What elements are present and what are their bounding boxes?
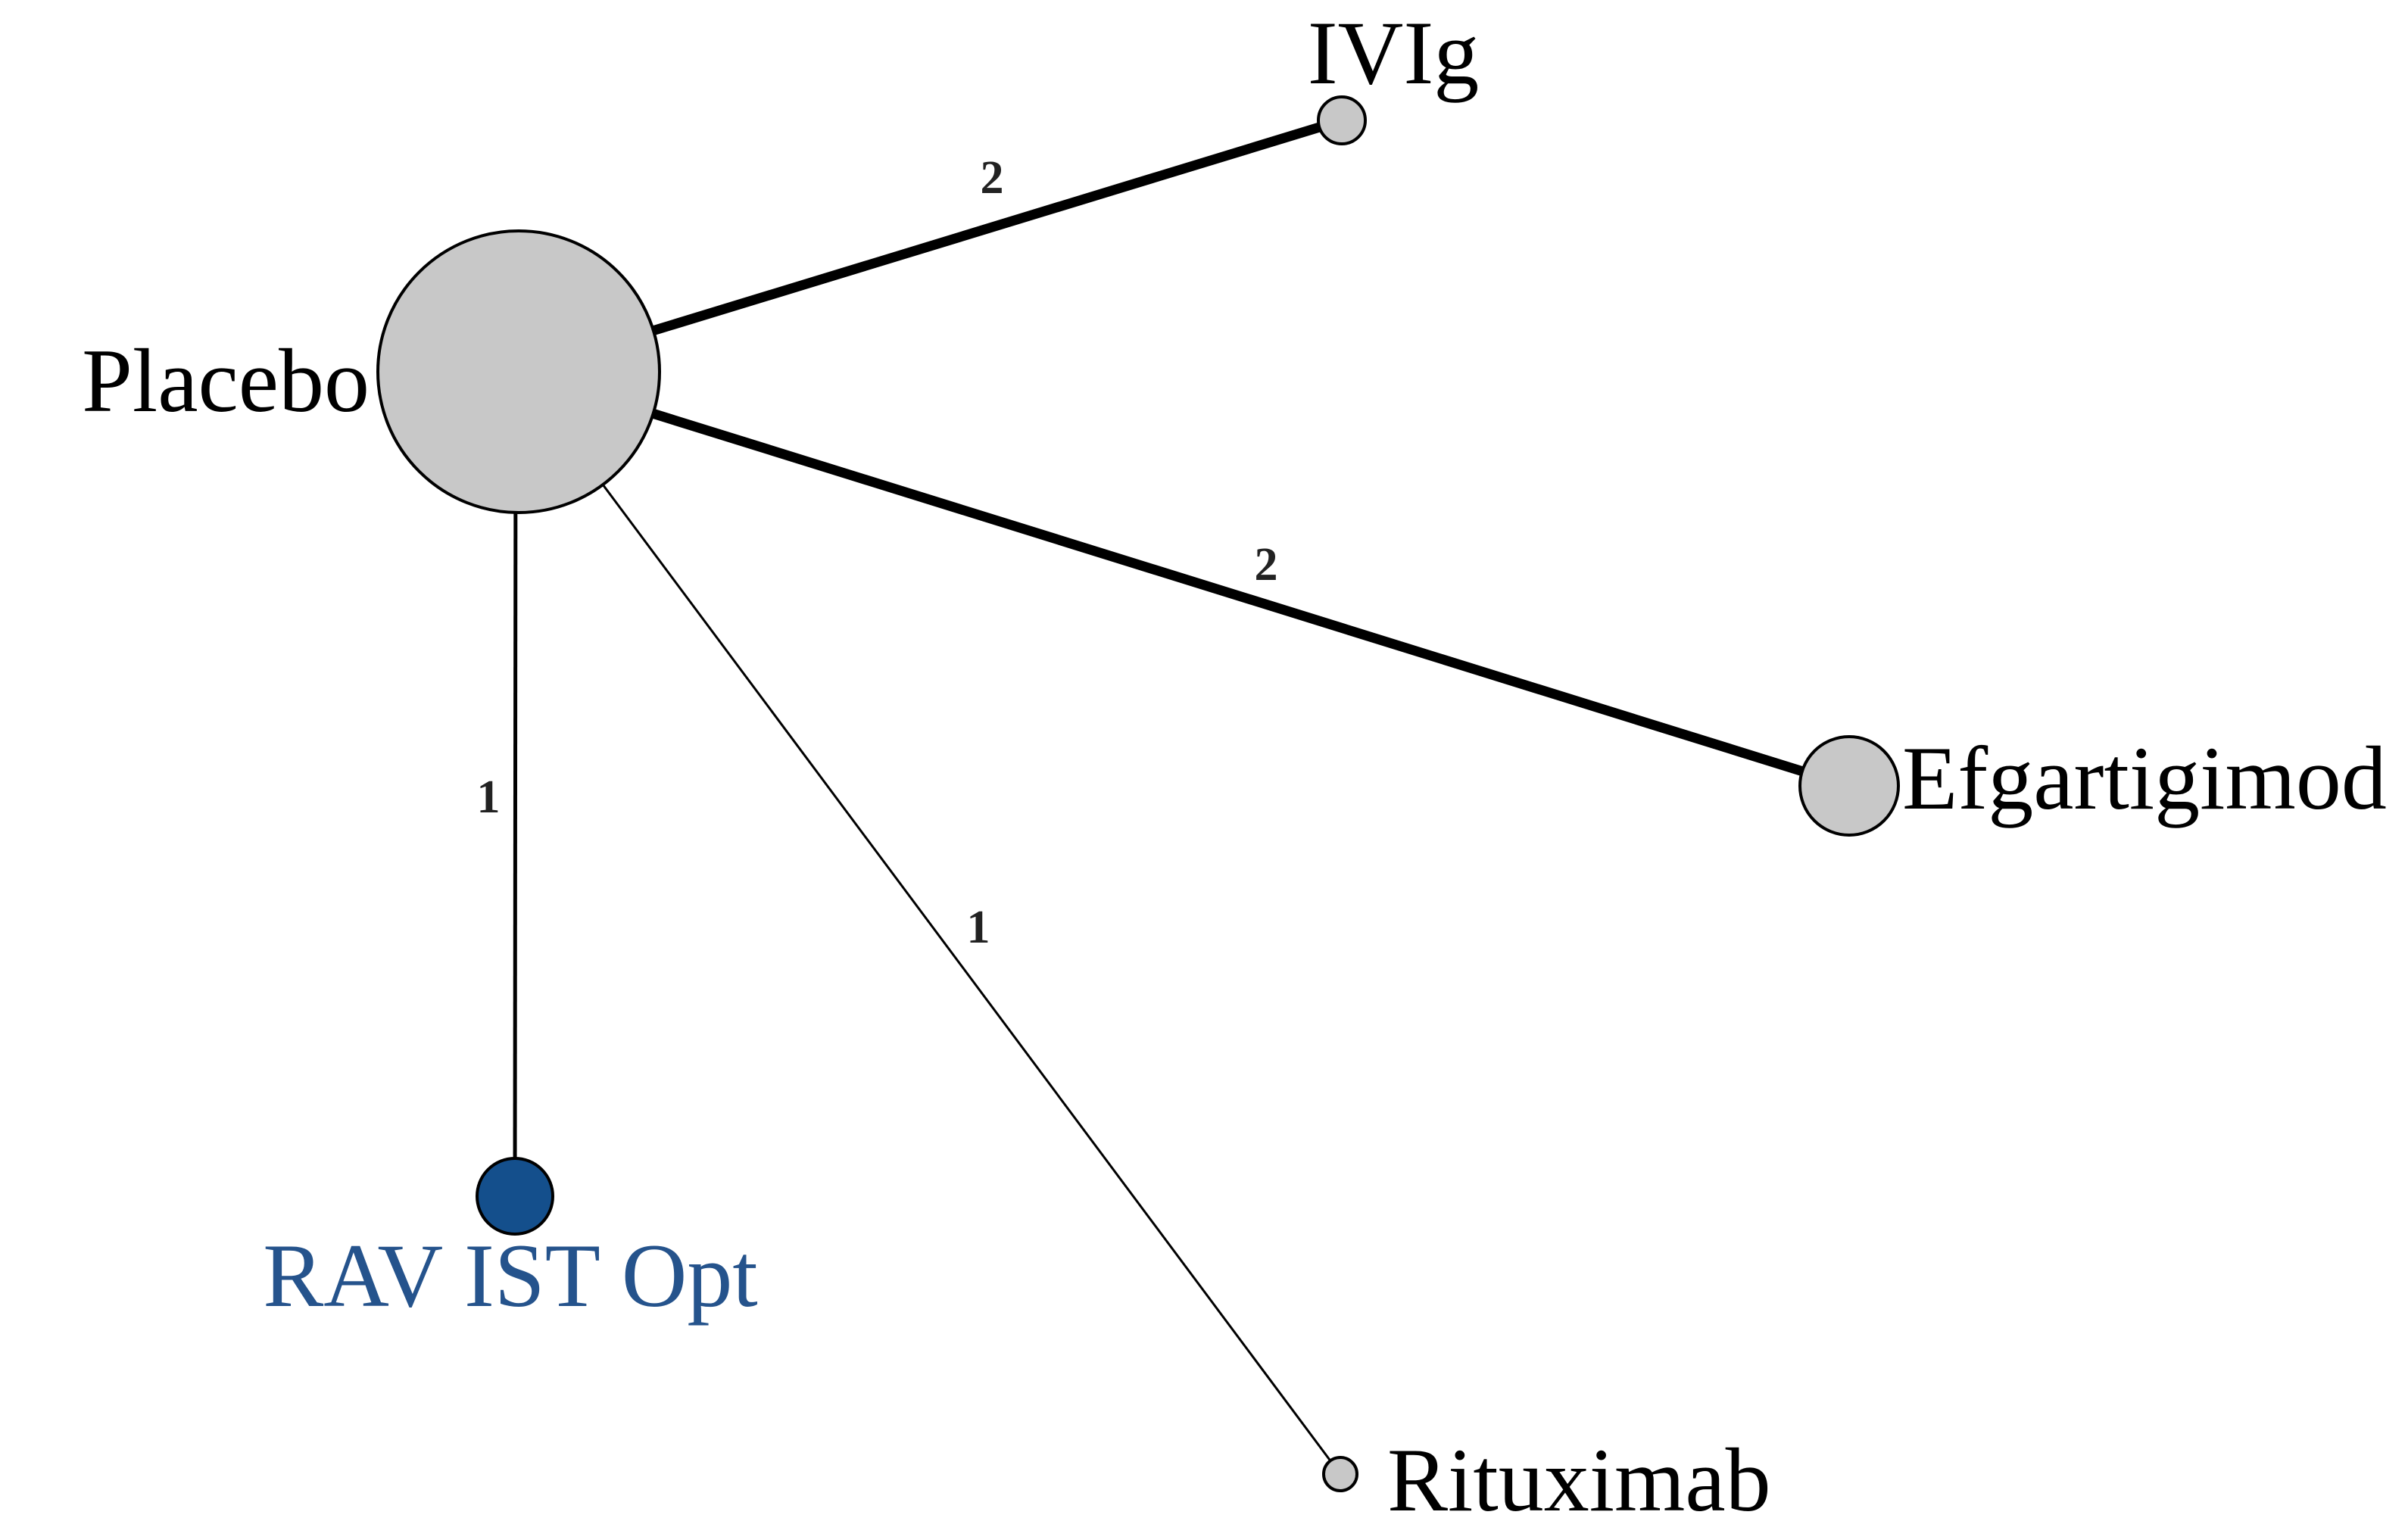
nodes	[376, 95, 1900, 1492]
node-placebo	[376, 229, 661, 514]
node-label-ivig: IVIg	[1308, 2, 1480, 103]
node-rituximab	[1322, 1456, 1358, 1492]
edge-placebo-efgartigimod	[517, 366, 1851, 791]
node-ivig	[1317, 95, 1367, 145]
edge-placebo-ivig	[517, 115, 1343, 377]
edge-label-placebo-efgartigimod: 2	[1255, 539, 1278, 591]
edge-labels: 2 2 1 1	[477, 152, 1278, 953]
node-label-rav-ist-opt: RAV IST Opt	[263, 1225, 758, 1326]
node-labels: Placebo IVIg Efgartigimod RAV IST Opt Ri…	[82, 2, 2387, 1518]
node-efgartigimod	[1798, 735, 1900, 837]
edge-placebo-rituximab	[517, 371, 1342, 1475]
node-label-rituximab: Rituximab	[1387, 1429, 1771, 1518]
edge-label-placebo-ivig: 2	[981, 152, 1004, 204]
node-rav-ist-opt	[476, 1157, 554, 1236]
node-label-placebo: Placebo	[82, 330, 370, 431]
node-label-efgartigimod: Efgartigimod	[1902, 728, 2387, 828]
edge-label-placebo-rituximab: 1	[967, 902, 990, 953]
edge-label-placebo-rav-ist-opt: 1	[477, 771, 501, 823]
